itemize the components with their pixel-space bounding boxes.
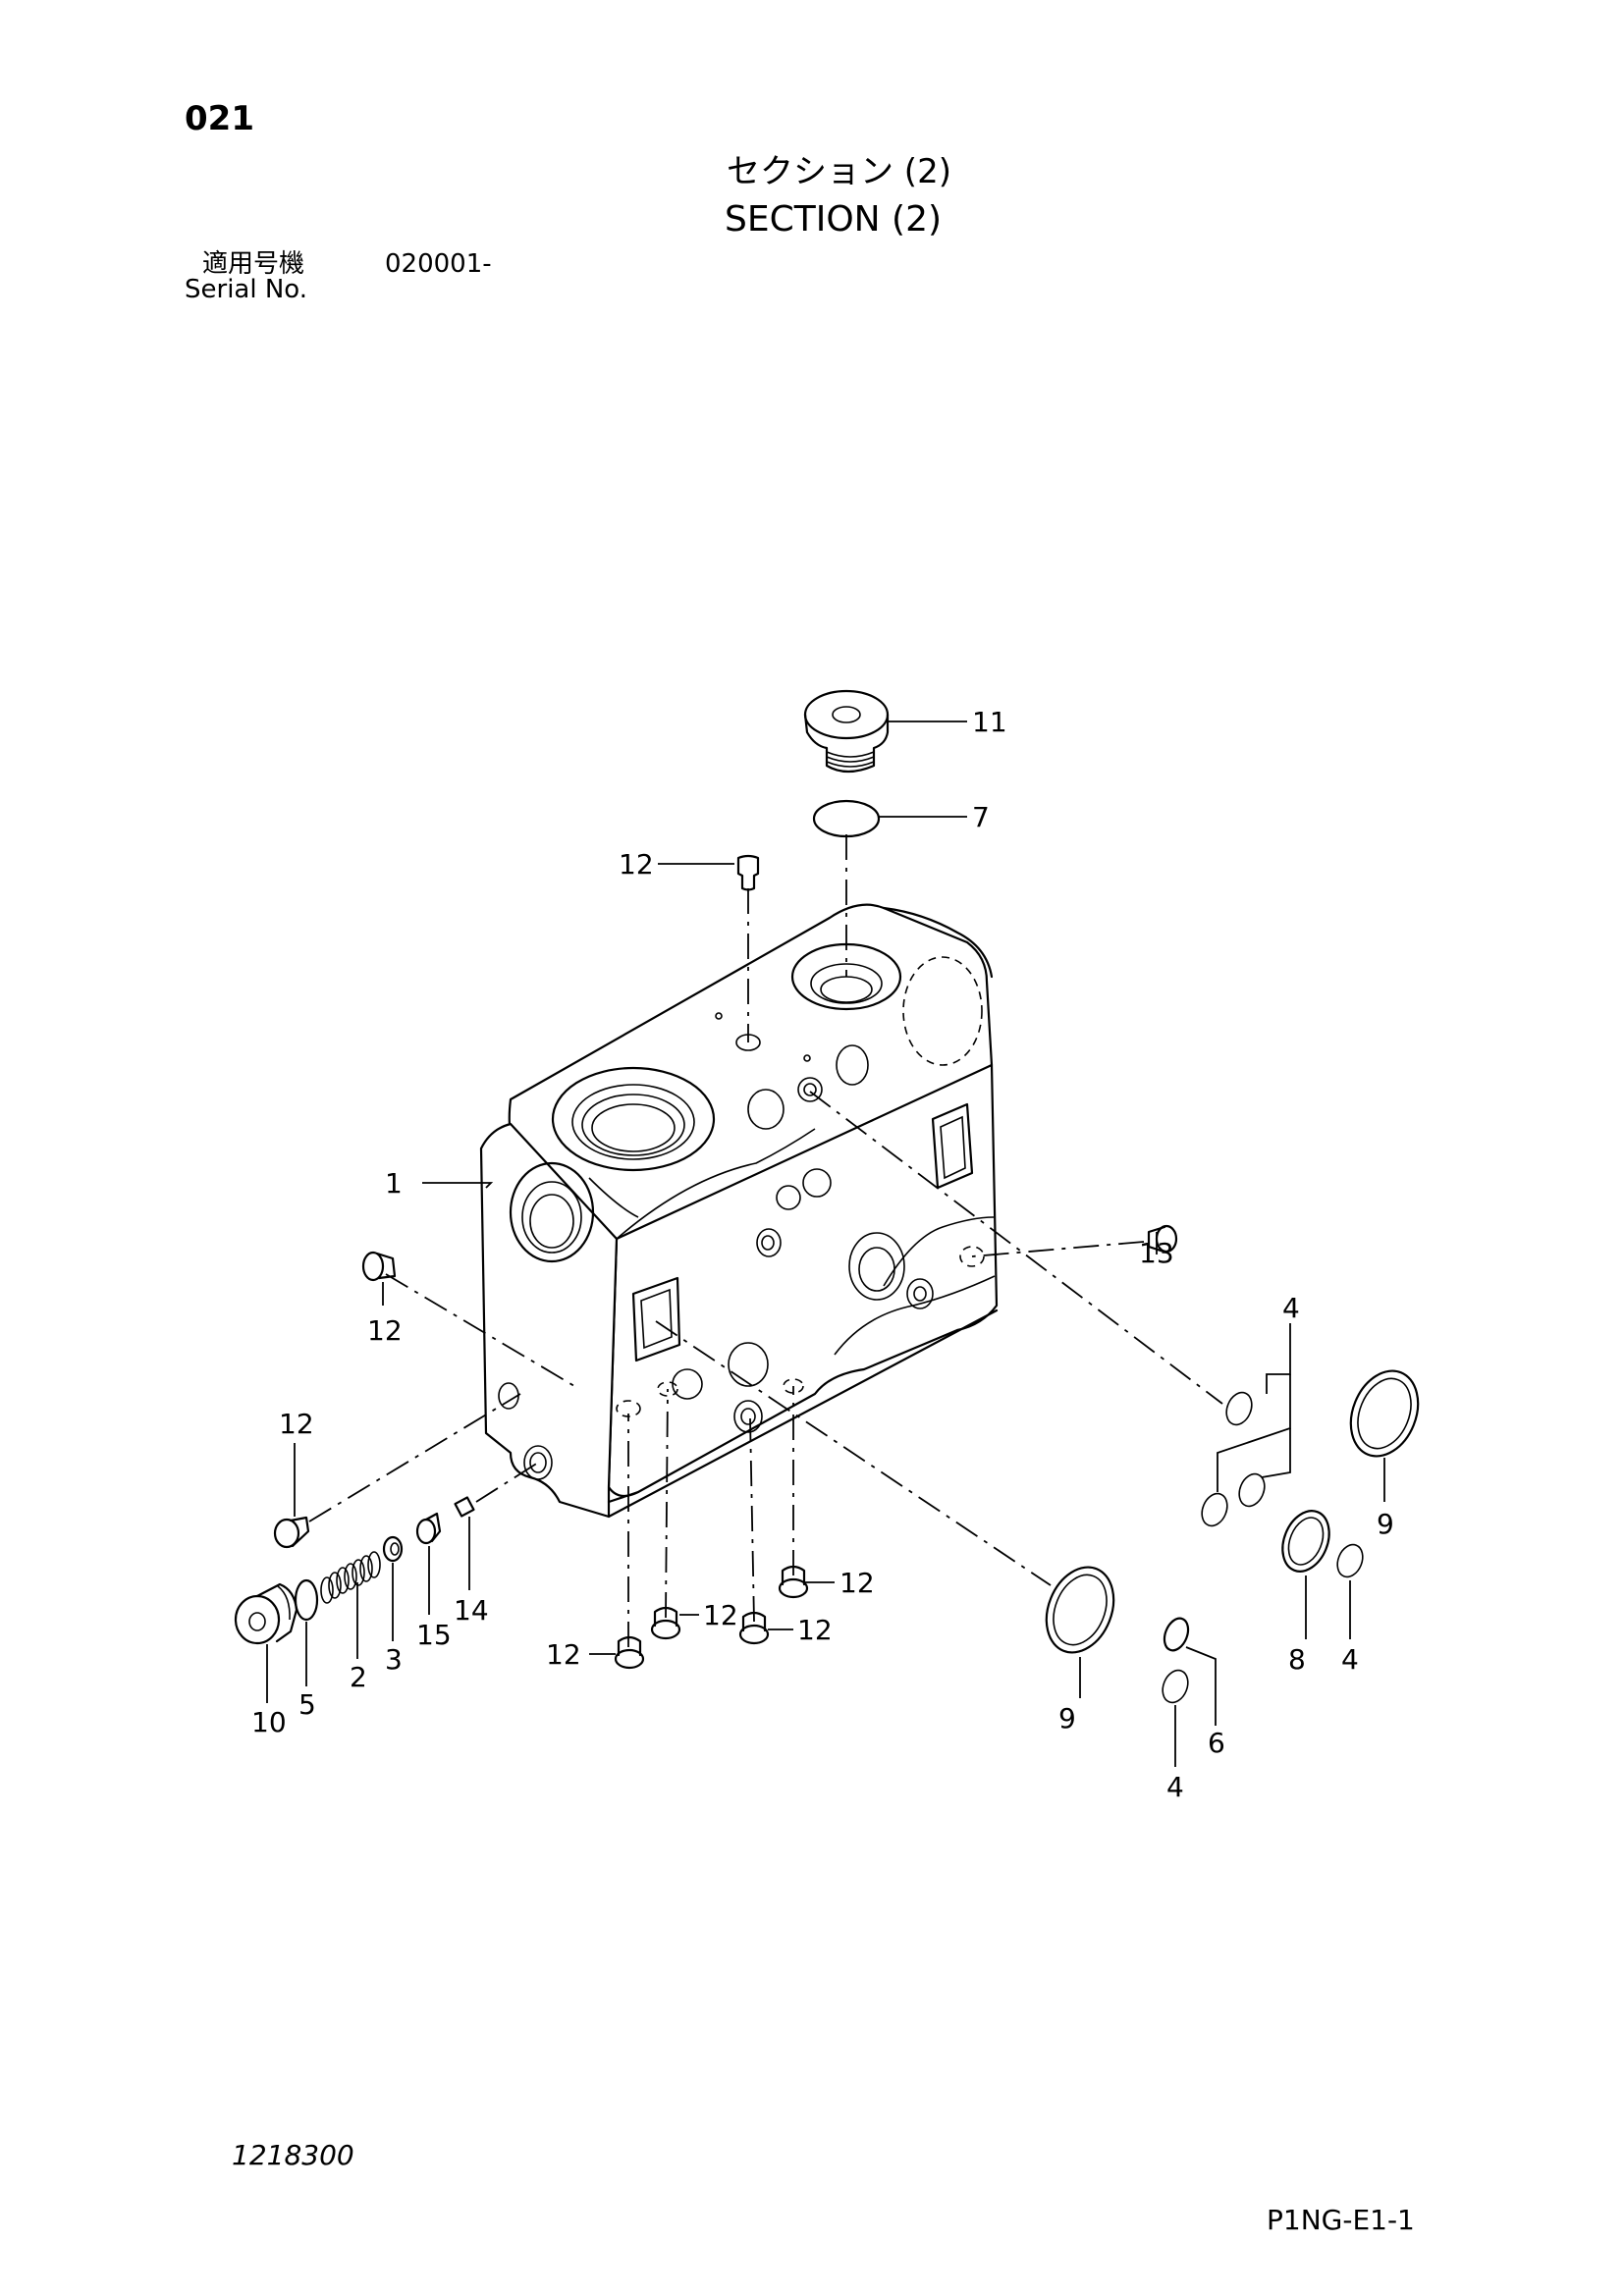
o-rings-4: [1162, 1391, 1364, 1704]
plug-12-left-upper: [361, 1251, 397, 1282]
callout-7: 7: [972, 801, 990, 833]
o-ring-8: [1281, 1510, 1330, 1573]
assembly-centerlines: [308, 834, 1223, 1647]
callout-labels: 11 7 12 1 12 12 13 4 9 8 4 9 6 4 12 12 1…: [251, 706, 1394, 1803]
title-japanese: セクション (2): [727, 152, 951, 191]
spring-2: [320, 1551, 381, 1604]
callout-12-b1: 12: [839, 1567, 875, 1599]
callout-4-mid: 4: [1341, 1643, 1359, 1676]
callout-1: 1: [385, 1167, 403, 1200]
nut-15: [415, 1512, 442, 1545]
plug-11: [803, 689, 890, 774]
plug-12-left-lower: [273, 1516, 310, 1549]
callout-8: 8: [1288, 1643, 1306, 1676]
valve-section-body: [479, 903, 999, 1519]
callout-4-bottom: 4: [1166, 1771, 1184, 1803]
callout-3: 3: [385, 1643, 403, 1676]
plug-assembly-10: [234, 1582, 298, 1645]
o-ring-7: [812, 799, 881, 838]
document-number: 1218300: [232, 2139, 354, 2171]
callout-12-top: 12: [619, 848, 654, 881]
callout-12-b3: 12: [797, 1614, 833, 1646]
leader-lines: [266, 721, 1385, 1767]
callout-12-b2: 12: [703, 1599, 738, 1631]
plug-12-bottom-1: [614, 1635, 645, 1670]
callout-12-left-lower: 12: [279, 1408, 314, 1440]
o-ring-6: [1163, 1617, 1190, 1652]
callout-10: 10: [251, 1706, 287, 1738]
callout-4-top: 4: [1282, 1292, 1300, 1324]
callout-14: 14: [454, 1594, 489, 1627]
callout-9-center: 9: [1058, 1702, 1076, 1735]
serial-label-japanese: 適用号機: [202, 249, 305, 279]
o-ring-9-right: [1349, 1369, 1420, 1458]
page-reference: P1NG-E1-1: [1267, 2204, 1415, 2236]
set-screw-14: [454, 1496, 475, 1518]
callout-15: 15: [416, 1619, 452, 1651]
o-ring-9-center: [1045, 1566, 1115, 1654]
title-english: SECTION (2): [725, 199, 943, 240]
washer-3: [382, 1535, 404, 1563]
callout-6: 6: [1208, 1727, 1225, 1759]
callout-5: 5: [298, 1688, 316, 1721]
callout-2: 2: [350, 1661, 367, 1693]
o-ring-5: [294, 1578, 319, 1622]
callout-12-left-upper: 12: [367, 1314, 403, 1347]
callout-11: 11: [972, 706, 1007, 738]
callout-12-b4: 12: [546, 1638, 581, 1671]
callout-9-right: 9: [1377, 1508, 1394, 1540]
serial-number-range: 020001-: [385, 249, 492, 279]
callout-13: 13: [1139, 1237, 1174, 1269]
plug-12-top: [736, 854, 760, 891]
serial-label-english: Serial No.: [185, 275, 307, 304]
page-number: 021: [185, 99, 254, 138]
